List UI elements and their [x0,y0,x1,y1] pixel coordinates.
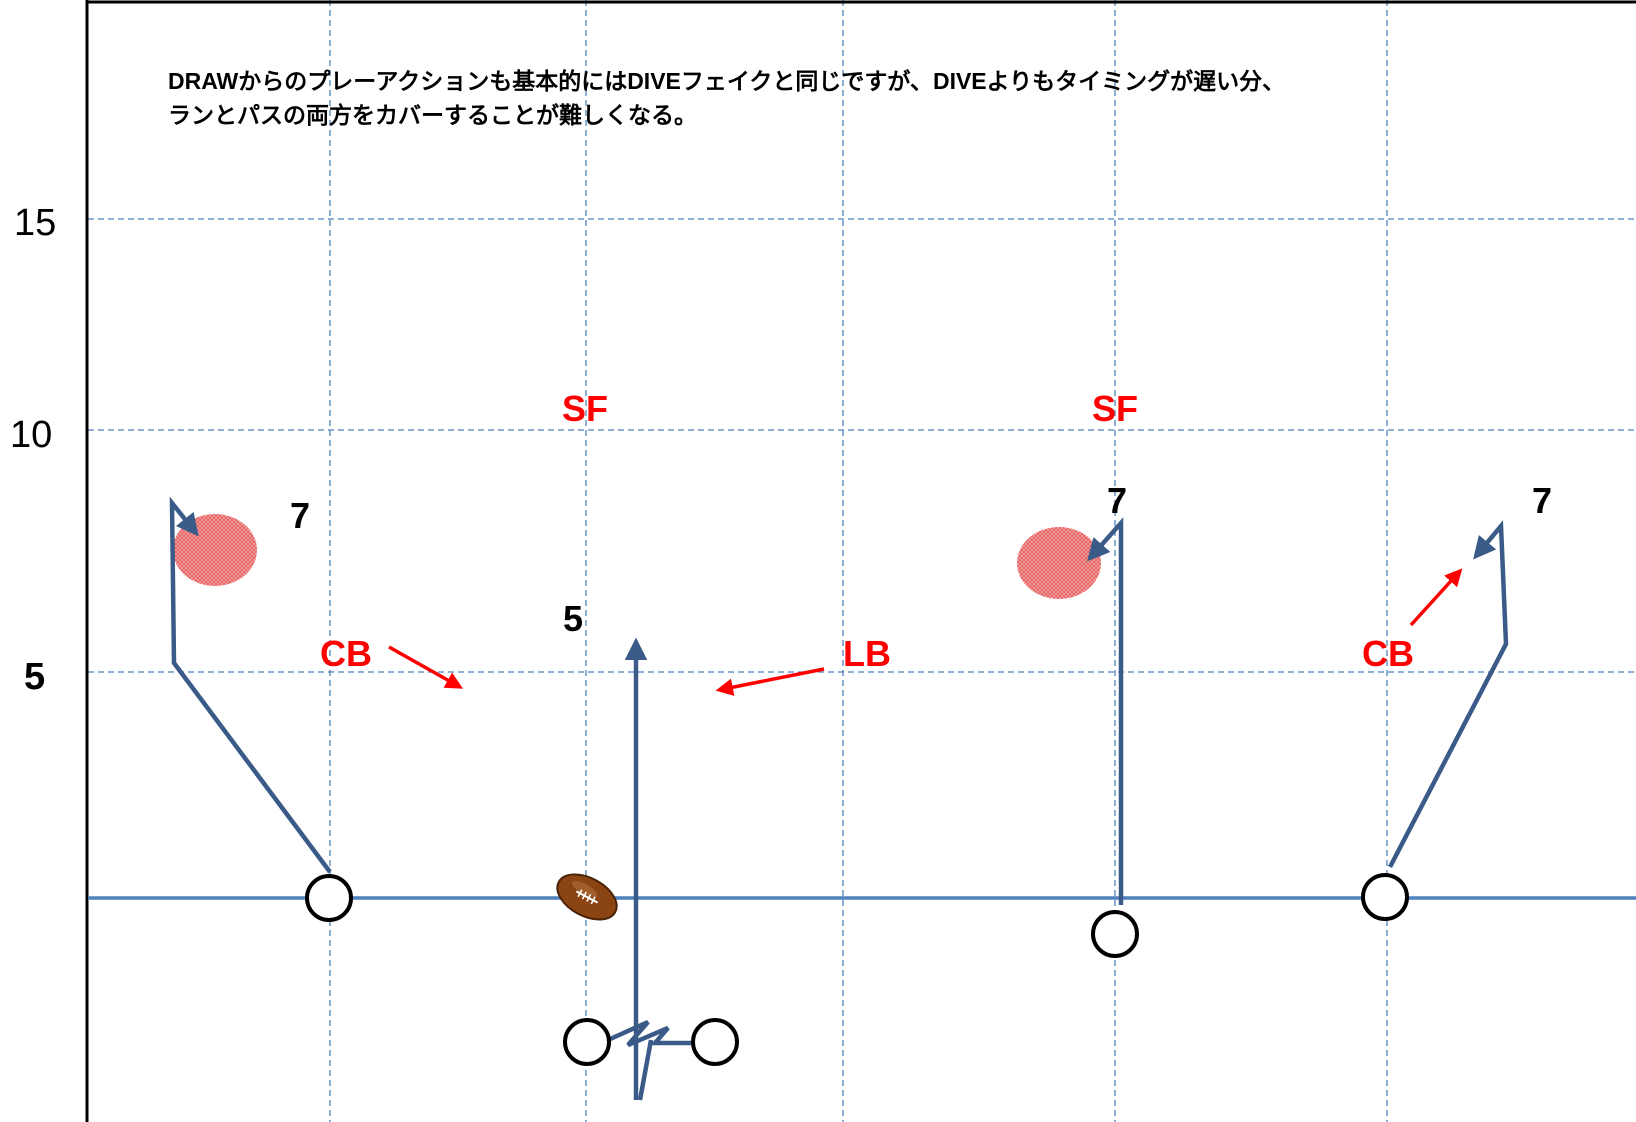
target-zone-right [1017,527,1101,599]
defender-label-cb-right: CB [1362,633,1414,674]
player-left-receiver [305,874,353,922]
lb-arrow [715,667,825,696]
player-quarterback [563,1018,611,1066]
player-running-back [691,1018,739,1066]
defender-label-cb-left: CB [320,633,372,674]
description-line-1: DRAWからのプレーアクションも基本的にはDIVEフェイクと同じですが、DIVE… [168,68,1285,94]
target-zone-left [173,514,257,586]
cb-left-arrow [388,645,464,689]
route-left-outside [169,496,332,874]
route-depth-right-outside: 7 [1532,480,1552,521]
player-right-receiver [1361,873,1409,921]
route-right-outside [1388,520,1509,869]
draw-handoff-mesh [607,1019,691,1048]
draw-run-path [637,1039,654,1101]
defender-label-sf-left: SF [562,388,608,429]
yard-marker-15: 15 [14,202,56,244]
defender-label-sf-right: SF [1092,388,1138,429]
route-depth-right-inside: 7 [1107,480,1127,521]
cb-right-arrow [1409,568,1463,627]
defender-label-lb: LB [843,633,891,674]
player-slot-receiver [1091,910,1139,958]
yard-marker-10: 10 [10,414,52,456]
description-line-2: ランとパスの両方をカバーすることが難しくなる。 [168,102,697,128]
route-right-inside [1087,517,1124,905]
yard-marker-5: 5 [24,656,45,698]
route-depth-center: 5 [563,598,583,639]
football-icon [556,873,618,921]
yard-grid [88,0,1636,1122]
route-depth-left-outside: 7 [290,495,310,536]
